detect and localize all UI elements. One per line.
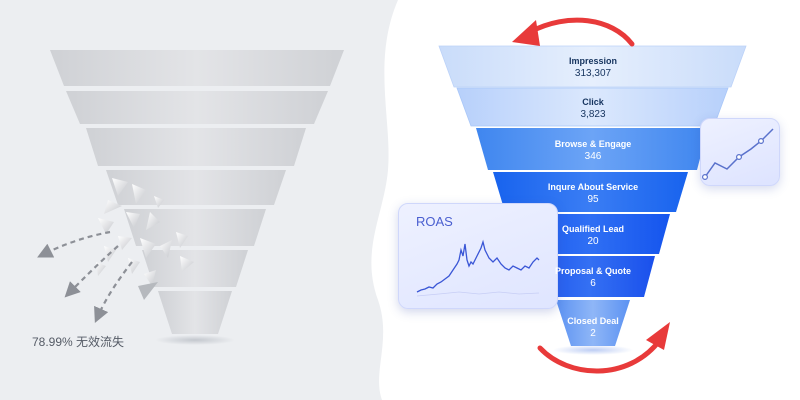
broken-shards — [96, 178, 194, 300]
curved-arrow-clockwise-icon — [537, 337, 663, 374]
gray-funnel — [50, 50, 344, 345]
dashed-arrow-icon — [37, 230, 133, 324]
trend-card — [700, 118, 780, 186]
roas-title: ROAS — [416, 214, 453, 229]
trend-sparkline — [701, 128, 774, 180]
lost-traffic-label: 78.99% 无效流失 — [32, 335, 125, 349]
curved-arrow-counterclockwise-icon — [527, 17, 635, 47]
roas-line-chart — [416, 239, 540, 297]
roas-card: ROAS — [398, 203, 558, 309]
